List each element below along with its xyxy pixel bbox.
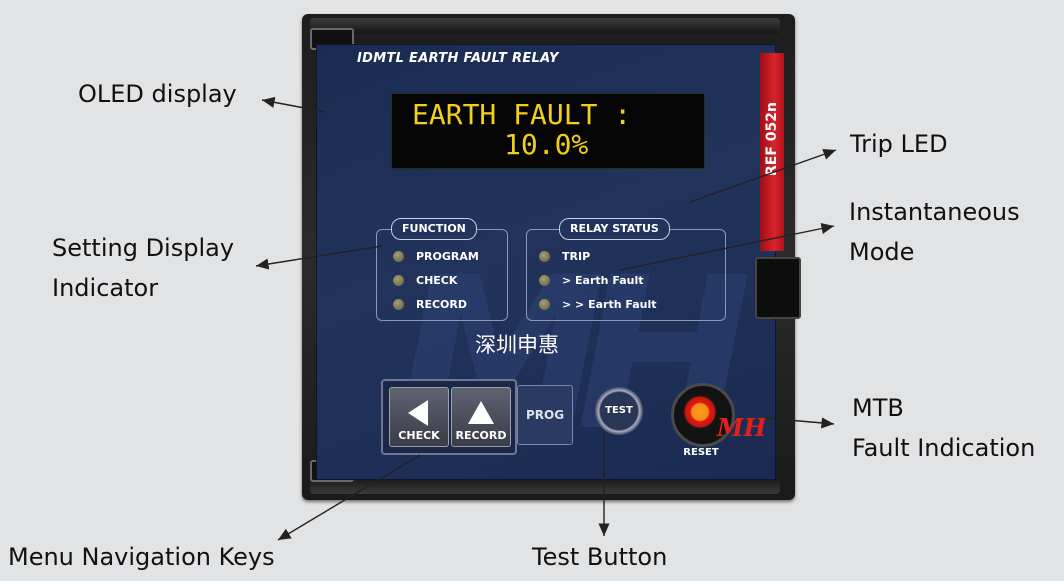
- oled-display: EARTH FAULT : 10.0%: [391, 93, 705, 169]
- function-panel: FUNCTION PROGRAM CHECK RECORD: [376, 218, 508, 321]
- record-button[interactable]: RECORD: [451, 387, 511, 447]
- led-label-check: CHECK: [416, 273, 458, 287]
- fault-indicator-icon: [683, 395, 717, 429]
- callout-test-button: Test Button: [532, 543, 668, 571]
- relay-device: MH IDMTL EARTH FAULT RELAY EARTH FAULT :…: [302, 14, 801, 500]
- mh-logo: MH: [717, 413, 767, 442]
- led-program: [393, 250, 404, 262]
- up-arrow-icon: [468, 401, 494, 424]
- test-button[interactable]: TEST: [595, 387, 643, 435]
- bottom-bezel: [310, 476, 780, 494]
- callout-menu-navigation-keys: Menu Navigation Keys: [8, 543, 275, 571]
- status-item-earth-fault: > Earth Fault: [539, 272, 643, 288]
- check-button[interactable]: CHECK: [389, 387, 449, 447]
- reset-knob[interactable]: [671, 383, 735, 447]
- callout-setting-display-indicator: Setting Display Indicator: [52, 234, 235, 302]
- led-trip: [539, 250, 550, 262]
- led-label-earth-fault: > Earth Fault: [562, 273, 644, 287]
- menu-navigation-keys: CHECK RECORD: [381, 379, 517, 455]
- led-label-trip: TRIP: [562, 249, 591, 263]
- function-panel-title: FUNCTION: [391, 218, 477, 240]
- relay-status-panel-title: RELAY STATUS: [559, 218, 670, 240]
- reset-label: RESET: [683, 447, 719, 458]
- led-check: [393, 274, 404, 286]
- prog-button[interactable]: PROG: [517, 385, 573, 445]
- callout-trip-led: Trip LED: [850, 130, 948, 158]
- chinese-watermark-text: 深圳申惠: [475, 333, 559, 357]
- model-strip: REF 052n: [760, 53, 784, 251]
- left-arrow-icon: [408, 400, 428, 426]
- oled-line-1: EARTH FAULT :: [412, 98, 632, 131]
- function-item-record: RECORD: [393, 296, 467, 312]
- callout-mtb-fault-indication: MTB Fault Indication: [852, 394, 1036, 462]
- device-title: IDMTL EARTH FAULT RELAY: [357, 51, 559, 66]
- led-label-instantaneous-earth-fault: > > Earth Fault: [562, 297, 657, 311]
- check-button-label: CHECK: [398, 429, 440, 442]
- led-earth-fault: [539, 274, 550, 286]
- record-button-label: RECORD: [455, 429, 507, 442]
- side-latch[interactable]: [755, 257, 801, 319]
- callout-oled-display: OLED display: [78, 80, 237, 108]
- led-label-program: PROGRAM: [416, 249, 479, 263]
- status-item-instantaneous-earth-fault: > > Earth Fault: [539, 296, 657, 312]
- model-ref-label: REF 052n: [764, 102, 780, 176]
- relay-status-panel: RELAY STATUS TRIP > Earth Fault > > Eart…: [526, 218, 726, 321]
- function-item-check: CHECK: [393, 272, 457, 288]
- callout-instantaneous-mode: Instantaneous Mode: [849, 198, 1020, 266]
- top-bezel: [310, 18, 780, 34]
- status-item-trip: TRIP: [539, 248, 590, 264]
- front-panel: MH IDMTL EARTH FAULT RELAY EARTH FAULT :…: [316, 44, 801, 480]
- led-label-record: RECORD: [416, 297, 468, 311]
- oled-line-2: 10.0%: [504, 128, 589, 161]
- function-item-program: PROGRAM: [393, 248, 479, 264]
- led-record: [393, 298, 404, 310]
- led-instantaneous-earth-fault: [539, 298, 550, 310]
